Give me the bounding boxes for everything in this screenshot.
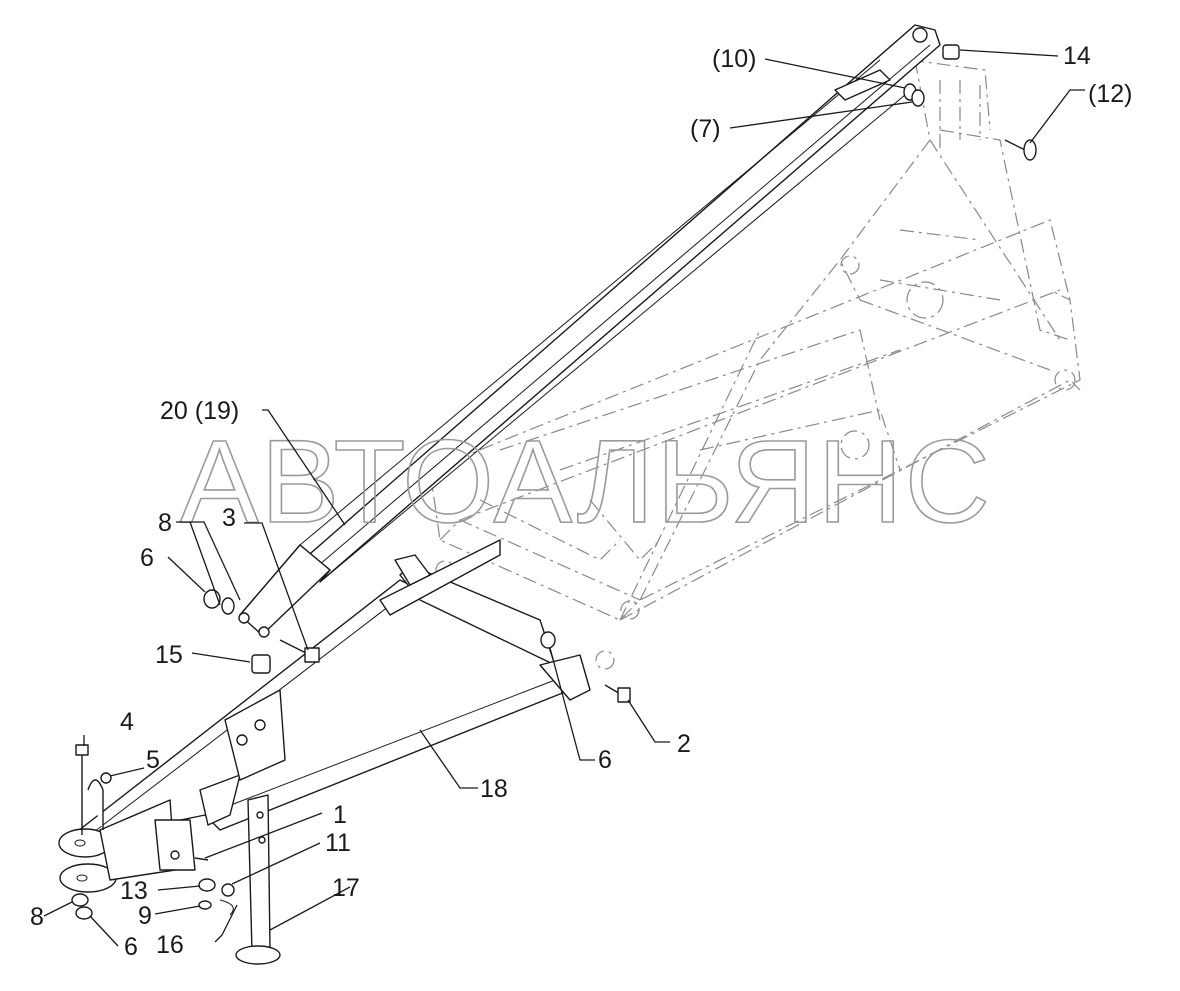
callout-6-bottom: 6 bbox=[124, 933, 138, 961]
callout-8-top: 8 bbox=[158, 509, 172, 537]
callout-12: (12) bbox=[1088, 80, 1132, 108]
callout-4: 4 bbox=[120, 708, 134, 736]
callout-11: 11 bbox=[325, 829, 351, 857]
callout-13: 13 bbox=[120, 877, 148, 905]
callout-15: 15 bbox=[155, 641, 183, 669]
hardware-parts bbox=[71, 44, 1037, 920]
callout-labels: (10) 14 (12) (7) 20 (19) 8 3 6 15 4 5 2 … bbox=[30, 42, 1132, 961]
upper-beam bbox=[238, 24, 941, 638]
callout-16: 16 bbox=[156, 931, 184, 959]
callout-18: 18 bbox=[480, 775, 508, 803]
callout-9: 9 bbox=[138, 902, 152, 930]
callout-3: 3 bbox=[222, 504, 236, 532]
callout-7: (7) bbox=[690, 115, 721, 143]
jack-stand bbox=[235, 794, 281, 965]
callout-14: 14 bbox=[1063, 42, 1091, 70]
phantom-frame bbox=[429, 59, 1081, 670]
callout-10: (10) bbox=[712, 45, 756, 73]
drawbar bbox=[58, 539, 591, 893]
callout-2: 2 bbox=[677, 730, 691, 758]
callout-6-left: 6 bbox=[140, 544, 154, 572]
callout-6-right: 6 bbox=[598, 746, 612, 774]
callout-5: 5 bbox=[146, 746, 160, 774]
callout-8-bottom: 8 bbox=[30, 903, 44, 931]
leader-lines bbox=[43, 49, 1085, 947]
callout-1: 1 bbox=[333, 801, 347, 829]
callout-20-19: 20 (19) bbox=[160, 397, 239, 425]
watermark-text: АВТОАЛЬЯНС bbox=[180, 416, 992, 548]
callout-17: 17 bbox=[332, 874, 360, 902]
